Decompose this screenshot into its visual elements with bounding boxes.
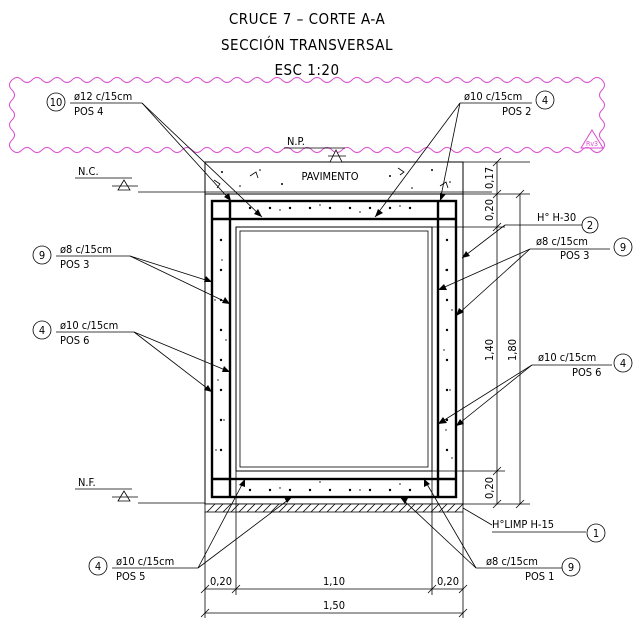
callout-pos6-left: 4 ø10 c/15cm POS 6 <box>32 319 231 393</box>
callout-pos2: ø10 c/15cm POS 2 4 <box>374 90 555 218</box>
pavement-label: PAVIMENTO <box>301 170 358 183</box>
callout-pos6-left-spec: ø10 c/15cm <box>60 319 118 332</box>
bottom-dimension-ticks <box>200 584 468 618</box>
callout-pos3-right: ø8 c/15cm POS 3 9 <box>437 235 633 317</box>
dim-top-slab-depth: 0,17 <box>483 167 496 189</box>
dim-inner-height: 1,40 <box>483 339 496 361</box>
title-line-1: CRUCE 7 – CORTE A-A <box>229 10 386 28</box>
callout-pos3-left-spec: ø8 c/15cm <box>60 243 112 256</box>
lean-concrete-hatch <box>206 503 464 513</box>
distribution-bars <box>219 206 449 492</box>
box-inner-chamfer <box>239 230 429 468</box>
concrete-stipple <box>214 204 453 491</box>
dim-top-wall: 0,20 <box>483 199 496 221</box>
callout-pos4-number: 10 <box>50 96 63 109</box>
bottom-dimension-lines <box>204 471 464 618</box>
box-inner-opening <box>235 226 433 472</box>
callout-pos6-right: ø10 c/15cm POS 6 4 <box>437 351 633 427</box>
callout-lean-spec: H°LIMP H-15 <box>492 518 554 531</box>
nc-level-marker <box>117 179 131 191</box>
callout-pos6-left-number: 4 <box>39 324 45 337</box>
callout-concrete-spec: H° H-30 <box>537 211 576 224</box>
callout-pos5-number: 4 <box>95 560 101 573</box>
nf-level-label: N.F. <box>78 476 96 489</box>
callout-pos6-right-number: 4 <box>620 357 626 370</box>
callout-pos1-number: 9 <box>568 561 574 574</box>
callout-pos3-right-spec: ø8 c/15cm <box>536 235 588 248</box>
callout-concrete-number: 2 <box>587 219 593 232</box>
callout-pos5-pos: POS 5 <box>116 570 145 583</box>
rebar-inner-cage <box>228 217 440 481</box>
dim-right-wall: 0,20 <box>437 575 459 588</box>
callout-pos3-right-number: 9 <box>620 241 626 254</box>
np-level-label: N.P. <box>287 135 305 148</box>
callout-pos3-left-pos: POS 3 <box>60 258 89 271</box>
callout-pos6-right-pos: POS 6 <box>572 366 601 379</box>
callout-pos4-spec: ø12 c/15cm <box>74 90 132 103</box>
callout-pos2-pos: POS 2 <box>502 105 531 118</box>
box-outer-outline <box>204 193 464 505</box>
dim-total-height: 1,80 <box>506 339 519 361</box>
callout-pos4: 10 ø12 c/15cm POS 4 <box>46 90 263 218</box>
nc-level-label: N.C. <box>78 165 99 178</box>
dim-total-width: 1,50 <box>323 599 345 612</box>
callout-pos4-pos: POS 4 <box>74 105 103 118</box>
title-line-3: ESC 1:20 <box>274 61 339 79</box>
dim-inner-width: 1,10 <box>323 575 345 588</box>
callout-pos3-left: 9 ø8 c/15cm POS 3 <box>32 243 231 305</box>
callout-pos6-left-pos: POS 6 <box>60 334 89 347</box>
dim-bottom-wall: 0,20 <box>483 477 496 499</box>
right-dimension-lines <box>432 161 530 505</box>
revision-tag: Rv3 <box>586 140 598 148</box>
callout-pos1: ø8 c/15cm POS 1 9 <box>399 478 581 583</box>
callout-pos2-spec: ø10 c/15cm <box>464 90 522 103</box>
callout-lean: H°LIMP H-15 1 <box>462 507 606 543</box>
callout-pos3-left-number: 9 <box>39 249 45 262</box>
callout-pos3-right-pos: POS 3 <box>560 249 589 262</box>
nf-level-marker <box>117 490 131 502</box>
revision-cloud <box>9 77 605 153</box>
rebar-outer-cage <box>210 199 458 499</box>
callout-pos1-pos: POS 1 <box>525 570 554 583</box>
callout-concrete: H° H-30 2 <box>461 211 599 259</box>
callout-pos6-right-spec: ø10 c/15cm <box>538 351 596 364</box>
callout-pos2-number: 4 <box>542 94 548 107</box>
right-dimension-ticks <box>492 157 525 509</box>
revision-triangle <box>580 129 604 149</box>
callout-pos5: 4 ø10 c/15cm POS 5 <box>88 478 293 583</box>
title-line-2: SECCIÓN TRANSVERSAL <box>221 35 393 54</box>
dim-left-wall: 0,20 <box>210 575 232 588</box>
callout-lean-number: 1 <box>593 527 599 540</box>
callout-pos1-spec: ø8 c/15cm <box>486 555 538 568</box>
callout-pos5-spec: ø10 c/15cm <box>116 555 174 568</box>
rebar-corner-ties <box>212 201 456 497</box>
